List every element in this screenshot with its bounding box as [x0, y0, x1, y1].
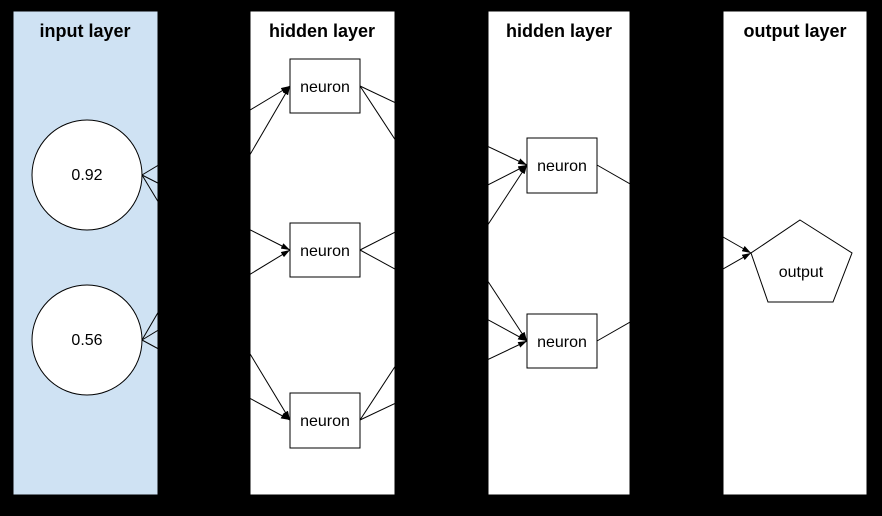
node-label-hidden2-neuron-2: neuron	[537, 334, 587, 351]
edge-hidden2-neuron-2-to-output-node	[596, 252, 752, 342]
node-hidden2-neuron-1	[526, 137, 598, 194]
node-hidden1-neuron-1	[289, 58, 361, 114]
edge-hidden1-neuron-1-to-hidden2-neuron-1	[359, 85, 528, 166]
node-hidden2-neuron-2	[526, 313, 598, 369]
panel-hidden-layer-2	[487, 10, 631, 496]
edges-layer	[141, 85, 752, 421]
node-output-node	[750, 219, 853, 303]
edge-hidden1-neuron-1-to-hidden2-neuron-2	[359, 85, 528, 342]
edge-input-2-to-hidden1-neuron-2	[141, 249, 291, 341]
panel-title-output-layer: output layer	[743, 21, 846, 41]
panel-input-layer	[12, 10, 159, 496]
node-label-output-node: output	[779, 264, 824, 281]
node-label-input-1: 0.92	[71, 167, 102, 184]
node-input-1	[31, 119, 143, 231]
node-input-2	[31, 284, 143, 396]
node-label-hidden1-neuron-3: neuron	[300, 413, 350, 430]
edge-input-1-to-hidden1-neuron-3	[141, 174, 291, 421]
nodes-layer	[31, 58, 853, 449]
node-hidden1-neuron-3	[289, 392, 361, 449]
node-label-hidden1-neuron-2: neuron	[300, 243, 350, 260]
panel-title-hidden-layer-1: hidden layer	[269, 21, 375, 41]
labels-layer: input layer hidden layer hidden layer outpu…	[39, 21, 846, 430]
node-label-hidden2-neuron-1: neuron	[537, 158, 587, 175]
panel-title-input-layer: input layer	[39, 21, 130, 41]
edge-hidden2-neuron-1-to-output-node	[596, 164, 752, 254]
edge-hidden1-neuron-3-to-hidden2-neuron-1	[359, 164, 528, 421]
node-hidden1-neuron-2	[289, 222, 361, 278]
node-label-hidden1-neuron-1: neuron	[300, 79, 350, 96]
panels-layer	[12, 10, 868, 496]
panel-title-hidden-layer-2: hidden layer	[506, 21, 612, 41]
edge-input-1-to-hidden1-neuron-1	[141, 85, 291, 176]
edge-hidden1-neuron-3-to-hidden2-neuron-2	[359, 340, 528, 421]
edge-input-2-to-hidden1-neuron-1	[141, 85, 291, 341]
edge-hidden1-neuron-2-to-hidden2-neuron-2	[359, 249, 528, 342]
edge-input-2-to-hidden1-neuron-3	[141, 339, 291, 421]
edge-hidden1-neuron-2-to-hidden2-neuron-1	[359, 164, 528, 251]
node-label-input-2: 0.56	[71, 332, 102, 349]
